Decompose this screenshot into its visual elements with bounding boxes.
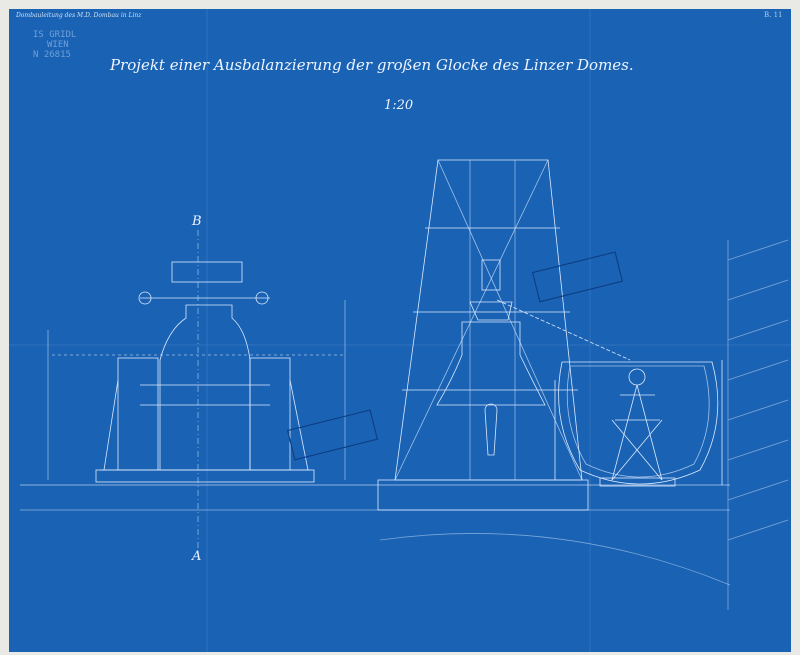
drawing-title: Projekt einer Ausbalanzierung der großen… (110, 56, 634, 74)
sheet-number: B. 11 (764, 11, 783, 19)
stamp-line: WIEN (47, 40, 69, 50)
blueprint-sheet (9, 9, 791, 652)
archive-stamp: IS GRIDL WIEN N 26815 (33, 30, 76, 60)
section-marker-bottom: A (191, 549, 201, 564)
hatched-wall (727, 239, 789, 610)
office-header: Dombauleitung des M.D. Dombau in Linz (16, 12, 142, 19)
right-section-drum (554, 360, 723, 487)
left-elevation-bell-frame (47, 261, 346, 483)
fold-lines (9, 9, 791, 652)
stamp-line: IS GRIDL (33, 30, 77, 40)
drawing-scale: 1:20 (384, 98, 414, 113)
firm-stamp (286, 251, 624, 461)
middle-elevation-tower (377, 159, 631, 511)
section-marker-top: B (191, 214, 202, 229)
stamp-line: N 26815 (33, 50, 71, 60)
